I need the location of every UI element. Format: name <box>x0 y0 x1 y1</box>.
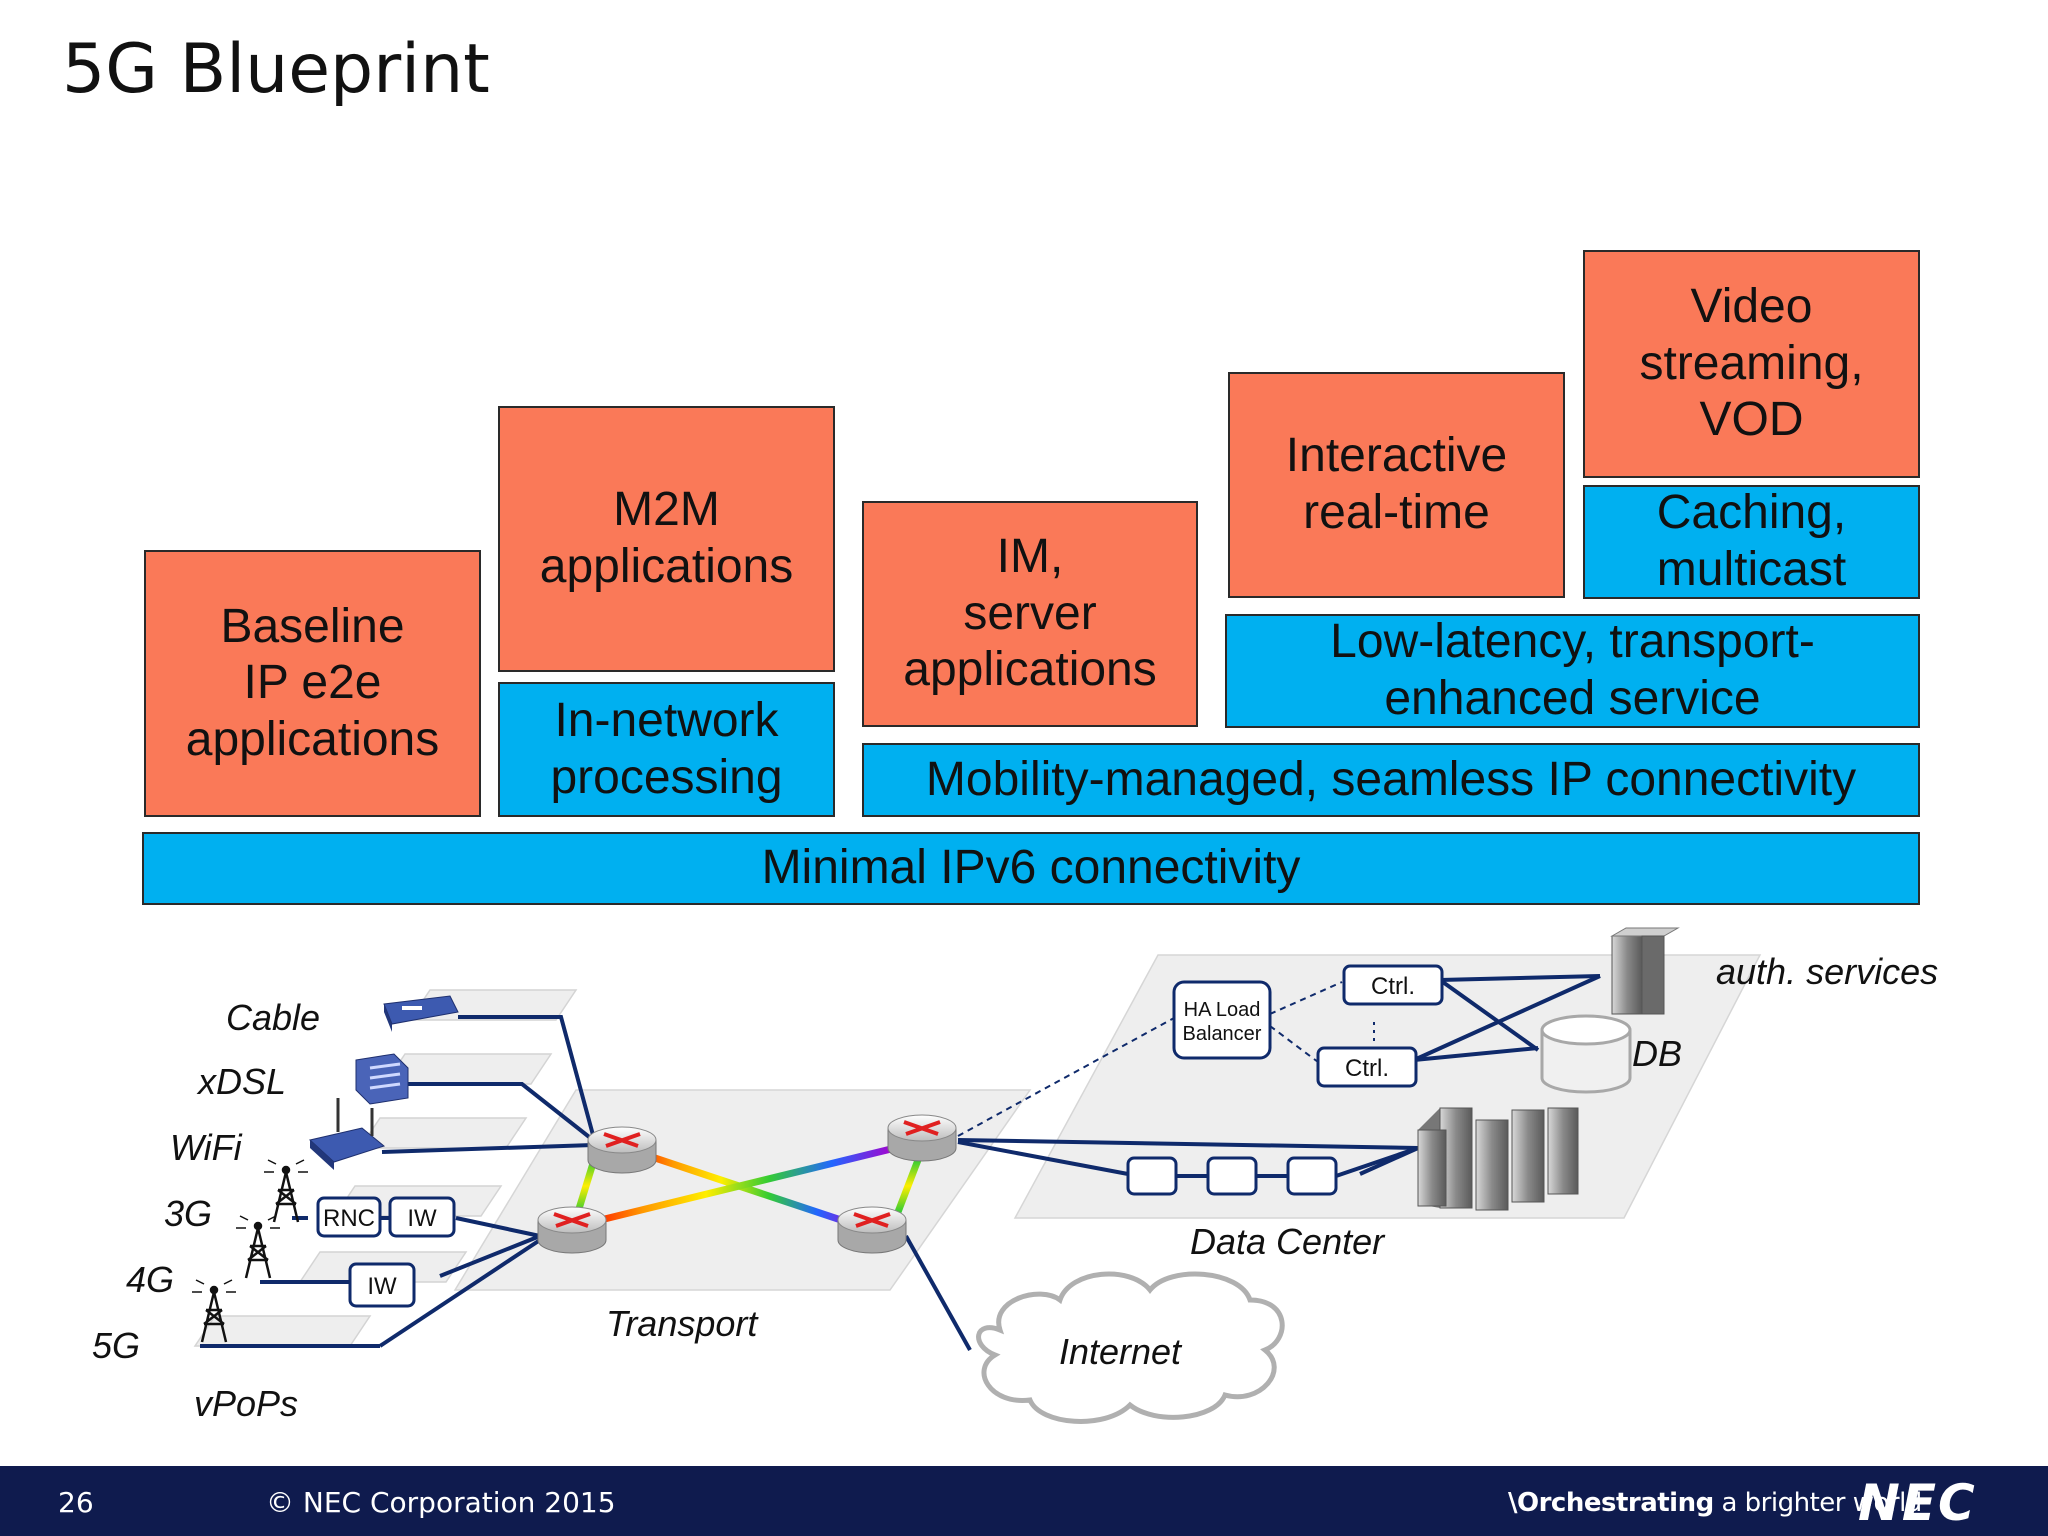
rnc-label: RNC <box>323 1205 375 1232</box>
interactive-realtime-label: Interactive real-time <box>1285 429 1508 539</box>
cell-tower-icon <box>264 1159 308 1223</box>
router-icon <box>587 1126 657 1174</box>
video-streaming-block: Video streaming, VOD <box>1583 250 1920 478</box>
cell-tower-icon <box>236 1215 280 1279</box>
tagline: \Orchestrating a brighter world <box>1508 1488 1922 1518</box>
access-label-4g: 4G <box>126 1259 174 1300</box>
minimal-ipv6-block: Minimal IPv6 connectivity <box>142 832 1920 905</box>
interactive-realtime-block: Interactive real-time <box>1228 372 1565 598</box>
router-icon <box>837 1206 907 1254</box>
vpop-plane-wifi <box>358 1117 528 1149</box>
tagline-rest: a brighter world <box>1713 1488 1922 1518</box>
m2m-apps-label: M2M applications <box>539 483 794 593</box>
ha-load-balancer-box: HA Load Balancer <box>1172 980 1272 1060</box>
router-icon <box>537 1206 607 1254</box>
video-streaming-label: Video streaming, VOD <box>1639 280 1864 447</box>
cell-tower-icons <box>192 1159 308 1343</box>
service-function-box <box>1286 1156 1338 1196</box>
ha-lb-label-2: Balancer <box>1183 1023 1262 1045</box>
in-network-processing-block: In-network processing <box>498 682 835 817</box>
m2m-apps-block: M2M applications <box>498 406 835 672</box>
auth-services-label: auth. services <box>1716 951 1938 992</box>
mobility-managed-block: Mobility-managed, seamless IP connectivi… <box>862 743 1920 817</box>
access-links <box>200 1015 595 1348</box>
iw-box-4g: IW <box>348 1262 416 1308</box>
wifi-router-icon <box>308 1098 386 1170</box>
vpop-plane-xdsl <box>383 1053 553 1085</box>
service-function-box <box>1126 1156 1178 1196</box>
data-center-label: Data Center <box>1190 1221 1386 1262</box>
cable-modem-icon <box>383 995 459 1032</box>
caching-multicast-block: Caching, multicast <box>1583 485 1920 599</box>
iw-label-3g: IW <box>407 1205 437 1232</box>
chain-link <box>1335 1146 1419 1178</box>
service-function-box <box>1206 1156 1258 1196</box>
router-icon <box>887 1114 957 1162</box>
low-latency-service-label: Low-latency, transport- enhanced service <box>1330 615 1815 725</box>
dsl-modem-icon <box>355 1053 409 1105</box>
db-label: DB <box>1632 1033 1682 1074</box>
im-server-apps-label: IM, server applications <box>903 530 1157 697</box>
baseline-apps-label: Baseline IP e2e applications <box>185 599 440 766</box>
transport-label: Transport <box>606 1303 759 1344</box>
rnc-box: RNC <box>316 1196 382 1238</box>
iw-label-4g: IW <box>367 1273 397 1300</box>
transport-mesh <box>570 1136 922 1236</box>
minimal-ipv6-label: Minimal IPv6 connectivity <box>761 841 1301 895</box>
tagline-bold: \Orchestrating <box>1508 1488 1714 1518</box>
internet-cloud-icon: Internet <box>976 1271 1285 1424</box>
access-label-5g: 5G <box>92 1325 140 1366</box>
slide-title: 5G Blueprint <box>62 30 490 109</box>
caching-multicast-label: Caching, multicast <box>1656 486 1847 596</box>
ctrl-label-bottom: Ctrl. <box>1345 1055 1389 1082</box>
in-network-processing-label: In-network processing <box>550 693 783 804</box>
database-icon <box>1540 1014 1632 1094</box>
ctrl-box-bottom: Ctrl. <box>1316 1046 1418 1088</box>
ctrl-box-top: Ctrl. <box>1342 964 1444 1006</box>
access-label-wifi: WiFi <box>170 1127 243 1168</box>
access-label-xdsl: xDSL <box>196 1061 286 1102</box>
cell-tower-icon <box>192 1279 236 1343</box>
baseline-apps-block: Baseline IP e2e applications <box>144 550 481 817</box>
ha-lb-label-1: HA Load <box>1184 999 1261 1021</box>
mobility-managed-label: Mobility-managed, seamless IP connectivi… <box>925 752 1857 806</box>
service-chain-boxes <box>1126 1156 1338 1196</box>
vpops-label: vPoPs <box>194 1383 298 1424</box>
server-rack-icon <box>1417 1107 1579 1211</box>
footer-bar: 26 © NEC Corporation 2015 \Orchestrating… <box>0 1466 2048 1536</box>
page-number: 26 <box>58 1486 94 1519</box>
router-icons <box>537 1114 957 1254</box>
auth-server-icon <box>1610 927 1680 1015</box>
copyright: © NEC Corporation 2015 <box>266 1486 616 1519</box>
low-latency-service-block: Low-latency, transport- enhanced service <box>1225 614 1920 728</box>
nec-logo: NEC <box>1858 1474 1977 1532</box>
iw-box-3g: IW <box>388 1196 456 1238</box>
internet-label: Internet <box>1059 1331 1183 1372</box>
access-label-cable: Cable <box>226 997 320 1038</box>
control-links <box>957 981 1375 1137</box>
ctrl-label-top: Ctrl. <box>1371 973 1415 1000</box>
im-server-apps-block: IM, server applications <box>862 501 1198 727</box>
access-label-3g: 3G <box>164 1193 212 1234</box>
core-links <box>904 974 1601 1351</box>
